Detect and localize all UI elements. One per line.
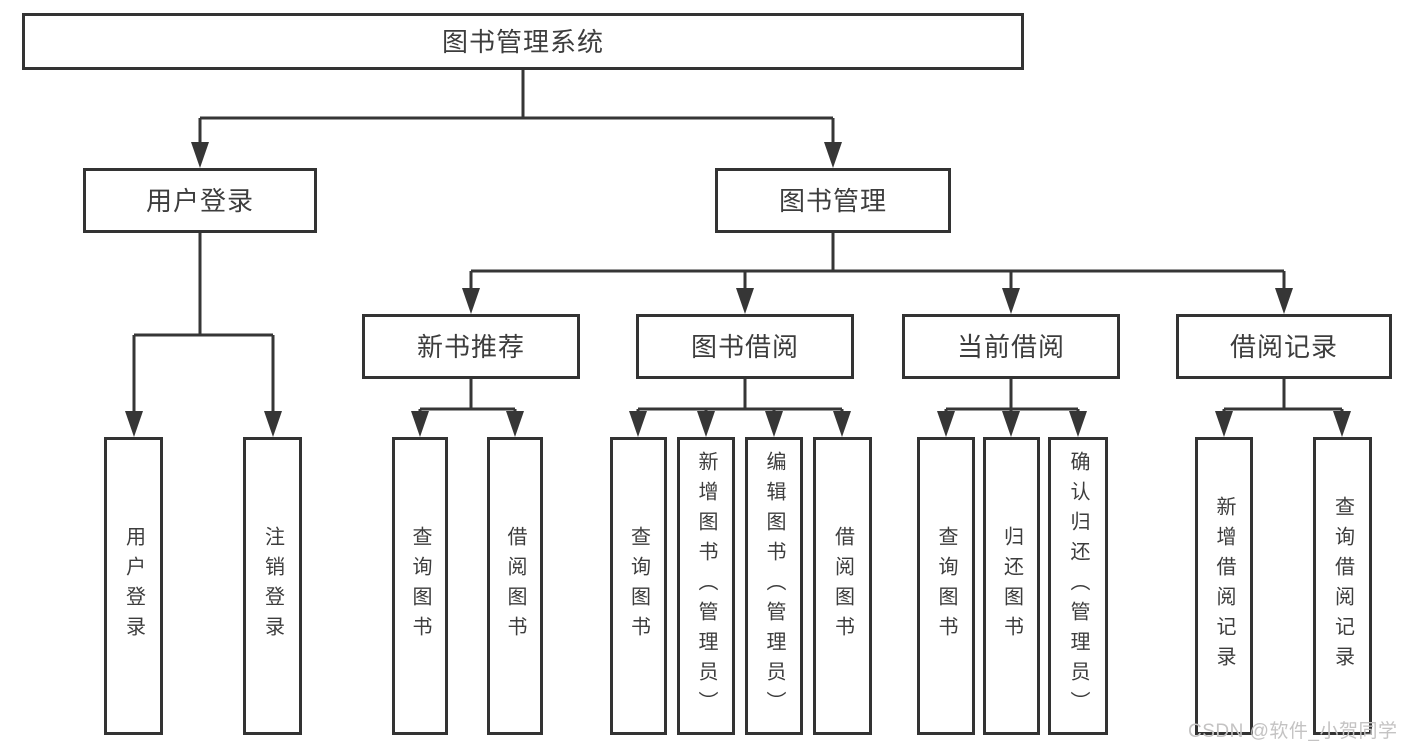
csdn-watermark: CSDN @软件_小贺同学 <box>1188 721 1398 742</box>
node-leaf-cb-confirm-return: 确认归还（管理员） <box>1048 437 1108 735</box>
node-leaf-nbr-query-books: 查询图书 <box>392 437 448 735</box>
node-book-borrow: 图书借阅 <box>636 314 854 379</box>
node-leaf-br-query-record: 查询借阅记录 <box>1313 437 1372 735</box>
arrowheads <box>125 142 1351 437</box>
node-leaf-bb-add-books: 新增图书（管理员） <box>677 437 735 735</box>
node-leaf-cb-query-books: 查询图书 <box>917 437 975 735</box>
node-current-borrow: 当前借阅 <box>902 314 1120 379</box>
node-leaf-bb-query-books: 查询图书 <box>610 437 667 735</box>
node-leaf-br-add-record: 新增借阅记录 <box>1195 437 1253 735</box>
node-borrow-records: 借阅记录 <box>1176 314 1392 379</box>
node-leaf-cb-return-books: 归还图书 <box>983 437 1040 735</box>
node-new-book-recommend: 新书推荐 <box>362 314 580 379</box>
node-leaf-login: 用户登录 <box>104 437 163 735</box>
node-leaf-bb-borrow-books: 借阅图书 <box>813 437 872 735</box>
node-leaf-nbr-borrow-books: 借阅图书 <box>487 437 543 735</box>
node-leaf-logout: 注销登录 <box>243 437 302 735</box>
node-book-management: 图书管理 <box>715 168 951 233</box>
node-user-login: 用户登录 <box>83 168 317 233</box>
node-root: 图书管理系统 <box>22 13 1024 70</box>
node-leaf-bb-edit-books: 编辑图书（管理员） <box>745 437 803 735</box>
